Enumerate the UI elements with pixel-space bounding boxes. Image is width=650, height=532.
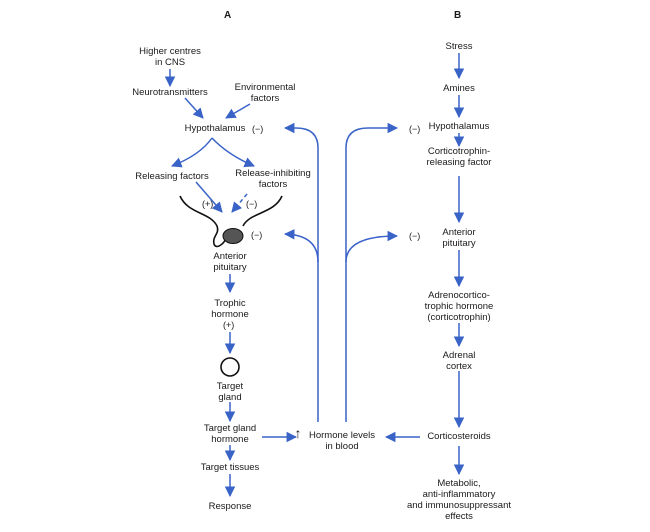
stress-label: Stress bbox=[445, 41, 473, 52]
arrow-env-hypo bbox=[225, 103, 251, 119]
inhibiting-sign: (−) bbox=[246, 199, 258, 209]
arrow-releasing-pituitary bbox=[195, 181, 223, 213]
releasing-factors-label: Releasing factors bbox=[135, 171, 209, 182]
anterior-pituitary-a-label: Anterior pituitary bbox=[213, 251, 247, 273]
hypothalamus-b-label: Hypothalamus bbox=[428, 121, 490, 132]
adrenal-cortex-label: Adrenal cortex bbox=[442, 350, 476, 372]
feedback-right-hypothalamus bbox=[345, 122, 399, 422]
arrow-inhibiting-pituitary bbox=[231, 193, 248, 213]
trophic-hormone-label: Trophic hormone bbox=[211, 298, 249, 320]
arrow-neuro-hypo bbox=[184, 97, 204, 119]
pituitary-outline bbox=[179, 195, 227, 248]
panel-a-heading: A bbox=[224, 10, 232, 21]
amines-label: Amines bbox=[443, 83, 475, 94]
releasing-stimulate-sign: (+) bbox=[202, 199, 214, 209]
anterior-pituitary-shape bbox=[222, 228, 244, 244]
corticosteroids-label: Corticosteroids bbox=[427, 431, 491, 442]
hypothalamus-a-inhibit-sign: (−) bbox=[252, 124, 264, 134]
acth-label: Adrenocortico- trophic hormone (corticot… bbox=[424, 290, 494, 323]
hypothalamus-a-label: Hypothalamus bbox=[184, 123, 246, 134]
pituitary-a-inhibit-sign: (−) bbox=[251, 230, 263, 240]
higher-centres-label: Higher centres in CNS bbox=[139, 46, 201, 68]
hypothalamus-b-inhibit-sign: (−) bbox=[409, 124, 421, 134]
pituitary-outline-right bbox=[242, 195, 283, 227]
anterior-pituitary-b-label: Anterior pituitary bbox=[442, 227, 476, 249]
pituitary-b-inhibit-sign: (−) bbox=[409, 231, 421, 241]
neurotransmitters-label: Neurotransmitters bbox=[132, 87, 208, 98]
feedback-right-pituitary bbox=[345, 230, 399, 263]
increase-arrow-glyph: ↑ bbox=[294, 425, 302, 441]
response-label: Response bbox=[208, 501, 252, 512]
feedback-left-pituitary bbox=[283, 229, 319, 263]
target-gland-label: Target gland bbox=[216, 381, 244, 403]
arrow-hypo-releasing bbox=[171, 137, 213, 168]
feedback-left-hypothalamus bbox=[283, 122, 319, 422]
trophic-stimulate-sign: (+) bbox=[223, 320, 235, 330]
environmental-factors-label: Environmental factors bbox=[234, 82, 296, 104]
effects-label: Metabolic, anti-inflammatory and immunos… bbox=[406, 478, 512, 522]
target-gland-hormone-label: Target gland hormone bbox=[203, 423, 257, 445]
crf-label: Corticotrophin- releasing factor bbox=[426, 146, 492, 168]
target-tissues-label: Target tissues bbox=[200, 462, 260, 473]
release-inhibiting-factors-label: Release-inhibiting factors bbox=[235, 168, 311, 190]
target-gland-shape bbox=[220, 357, 240, 377]
panel-b-heading: B bbox=[454, 10, 462, 21]
hormone-levels-label: Hormone levels in blood bbox=[309, 430, 375, 452]
arrow-hypo-inhibiting bbox=[211, 137, 255, 168]
